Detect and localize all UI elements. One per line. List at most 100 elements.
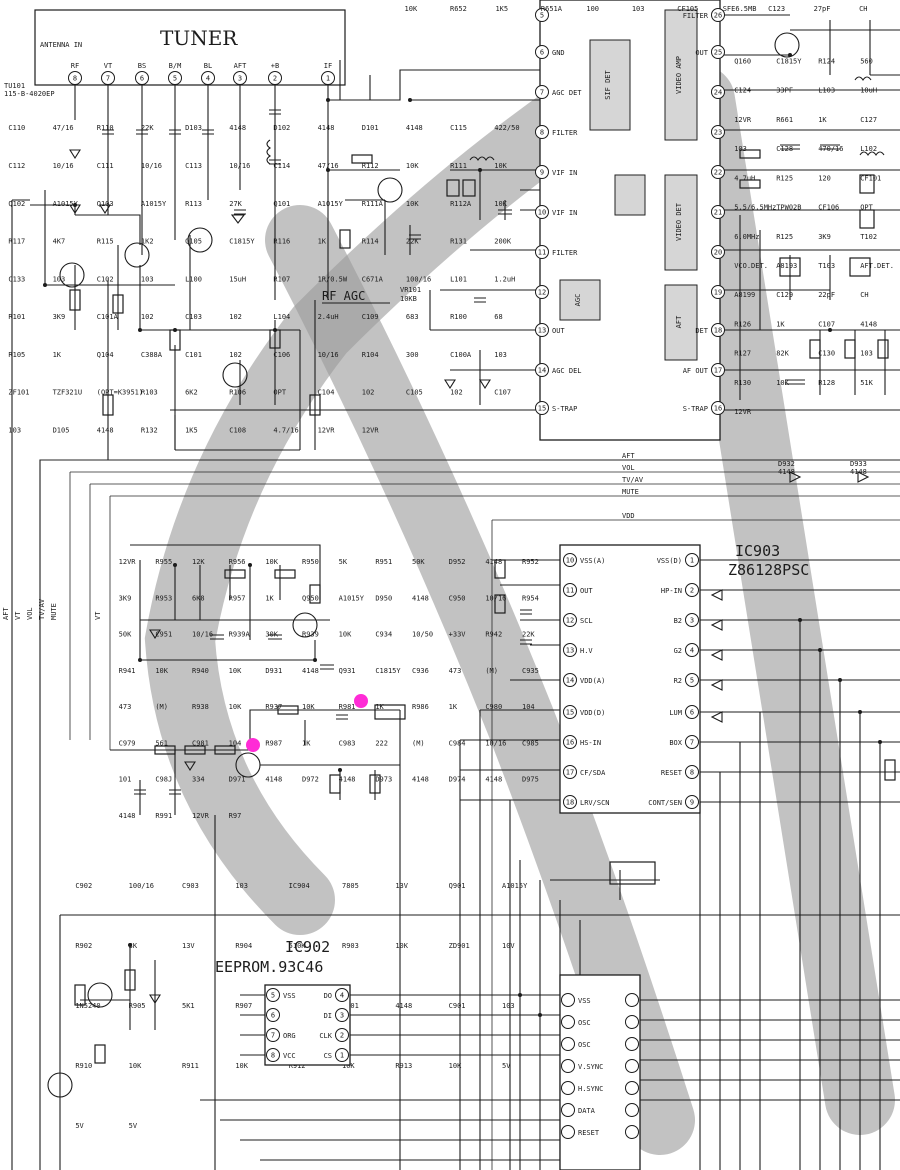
part-label: C101 xyxy=(185,351,202,359)
part-label: C980 xyxy=(485,703,502,711)
part-label: 100/16 xyxy=(406,275,431,283)
part-label: 6K2 xyxy=(185,389,198,397)
part-label: 10K xyxy=(265,558,278,566)
part-label: C101A xyxy=(97,313,119,321)
part-label: 1R/0.5W xyxy=(318,275,348,283)
part-label: 82K xyxy=(776,350,789,358)
part-label: 104 xyxy=(522,703,535,711)
part-label: 7805 xyxy=(342,882,359,890)
part-label: R661 xyxy=(776,116,793,124)
part-label: T103 xyxy=(818,262,835,270)
highlight-marker-1 xyxy=(354,694,368,708)
part-label: R938 xyxy=(192,703,209,711)
ic903-pin-left-number: 17 xyxy=(566,769,574,777)
ic903-pin-left-label: VDD(A) xyxy=(580,677,605,685)
part-label: 473 xyxy=(449,667,462,675)
part-label: R114 xyxy=(362,238,379,246)
ic902-pin-right-circle xyxy=(335,1008,349,1022)
ific-pin-left-circle xyxy=(535,245,549,259)
part-label: 4148 xyxy=(318,124,335,132)
part-label: R940 xyxy=(192,667,209,675)
part-label: C115 xyxy=(450,124,467,132)
part-label: +33V xyxy=(449,631,467,639)
part-label: C981 xyxy=(192,739,209,747)
mcu-pin-left-circle xyxy=(561,1125,575,1139)
tuner-pin-circle xyxy=(68,71,82,85)
ic902-pin-right-label: DI xyxy=(324,1012,332,1020)
part-label: C935 xyxy=(522,667,539,675)
part-label: 12VR xyxy=(734,116,752,124)
part-label: A1015Y xyxy=(141,200,167,208)
part-label: 51K xyxy=(860,379,873,387)
mcu-pin-right-circle xyxy=(625,1103,639,1117)
ific-pin-right-circle xyxy=(711,205,725,219)
junction-dots xyxy=(43,53,882,1017)
ific-pin-left-circle xyxy=(535,165,549,179)
part-label: 10/16 xyxy=(192,631,213,639)
part-label: 101 xyxy=(119,776,132,784)
tuner-pin-label: VT xyxy=(104,62,113,70)
part-label: R902 xyxy=(75,942,92,950)
ific-pin-right-circle xyxy=(711,285,725,299)
part-label: (M) xyxy=(412,739,425,747)
ic903-pin-right-number: 7 xyxy=(690,739,694,747)
part-label: 102 xyxy=(229,313,242,321)
part-label: Q105 xyxy=(185,238,202,246)
bus-part-label: D932 xyxy=(778,460,795,468)
part-label: (M) xyxy=(485,667,498,675)
ific-pin-left-number: 9 xyxy=(540,169,544,177)
part-label: R110 xyxy=(97,124,114,132)
left-vertical-label: TV/AV xyxy=(38,598,46,620)
ic902-pin-right-label: CS xyxy=(324,1052,332,1060)
part-label: CF105 xyxy=(677,5,698,13)
part-label: C128 xyxy=(776,145,793,153)
wiring xyxy=(11,14,900,1170)
part-label: R981 xyxy=(339,703,356,711)
ific-pin-left-number: 14 xyxy=(538,367,546,375)
part-label: C107 xyxy=(494,389,511,397)
ific-pin-left-circle xyxy=(535,205,549,219)
ic903-pin-left-number: 12 xyxy=(566,617,574,625)
ic903-pin-left-label: SCL xyxy=(580,617,593,625)
part-label: 4148 xyxy=(860,320,877,328)
part-label: R112 xyxy=(362,162,379,170)
ic903-pin-left-circle xyxy=(563,673,577,687)
tuner-pin-circle xyxy=(268,71,282,85)
part-label: 1K xyxy=(449,703,458,711)
tuner-part-ref: TU101 xyxy=(4,82,25,90)
part-label: C112 xyxy=(8,162,25,170)
ic903-pin-left-circle xyxy=(563,795,577,809)
part-label: R131 xyxy=(450,238,467,246)
bus-label: VOL xyxy=(622,464,635,472)
ic903-pin-right-number: 1 xyxy=(690,557,694,565)
mcu-pin-right-circle xyxy=(625,1081,639,1095)
ific-pin-left-label: S-TRAP xyxy=(552,405,577,413)
part-label: 1K2 xyxy=(141,238,154,246)
ic902-pin-left-number: 8 xyxy=(271,1052,275,1060)
part-label: TZF321U xyxy=(53,389,83,397)
part-label: R913 xyxy=(395,1062,412,1070)
ic903-pin-right-label: BOX xyxy=(669,739,682,747)
ic902-pin-right-number: 3 xyxy=(340,1012,344,1020)
ific-pin-right-number: 16 xyxy=(714,405,722,413)
part-label: L101 xyxy=(450,275,467,283)
part-label: C123 xyxy=(768,5,785,13)
ic903-pin-left-number: 11 xyxy=(566,587,574,595)
part-label: 5V xyxy=(502,1062,511,1070)
ic903-pin-left-label: H.V xyxy=(580,647,593,655)
ific-pin-left-label: FILTER xyxy=(552,249,578,257)
part-label: R111 xyxy=(450,162,467,170)
ic902-pin-right-circle xyxy=(335,988,349,1002)
ific-block-label: SIF DET xyxy=(604,69,612,99)
part-label: 5.5/6.5MHz xyxy=(734,204,776,212)
ific-pin-right-circle xyxy=(711,363,725,377)
part-label: 100 xyxy=(586,5,599,13)
part-label: 10K xyxy=(302,703,315,711)
part-label: SFE6.5MB xyxy=(723,5,757,13)
bus-part-label: 4148 xyxy=(850,468,867,476)
part-label: T102 xyxy=(860,233,877,241)
